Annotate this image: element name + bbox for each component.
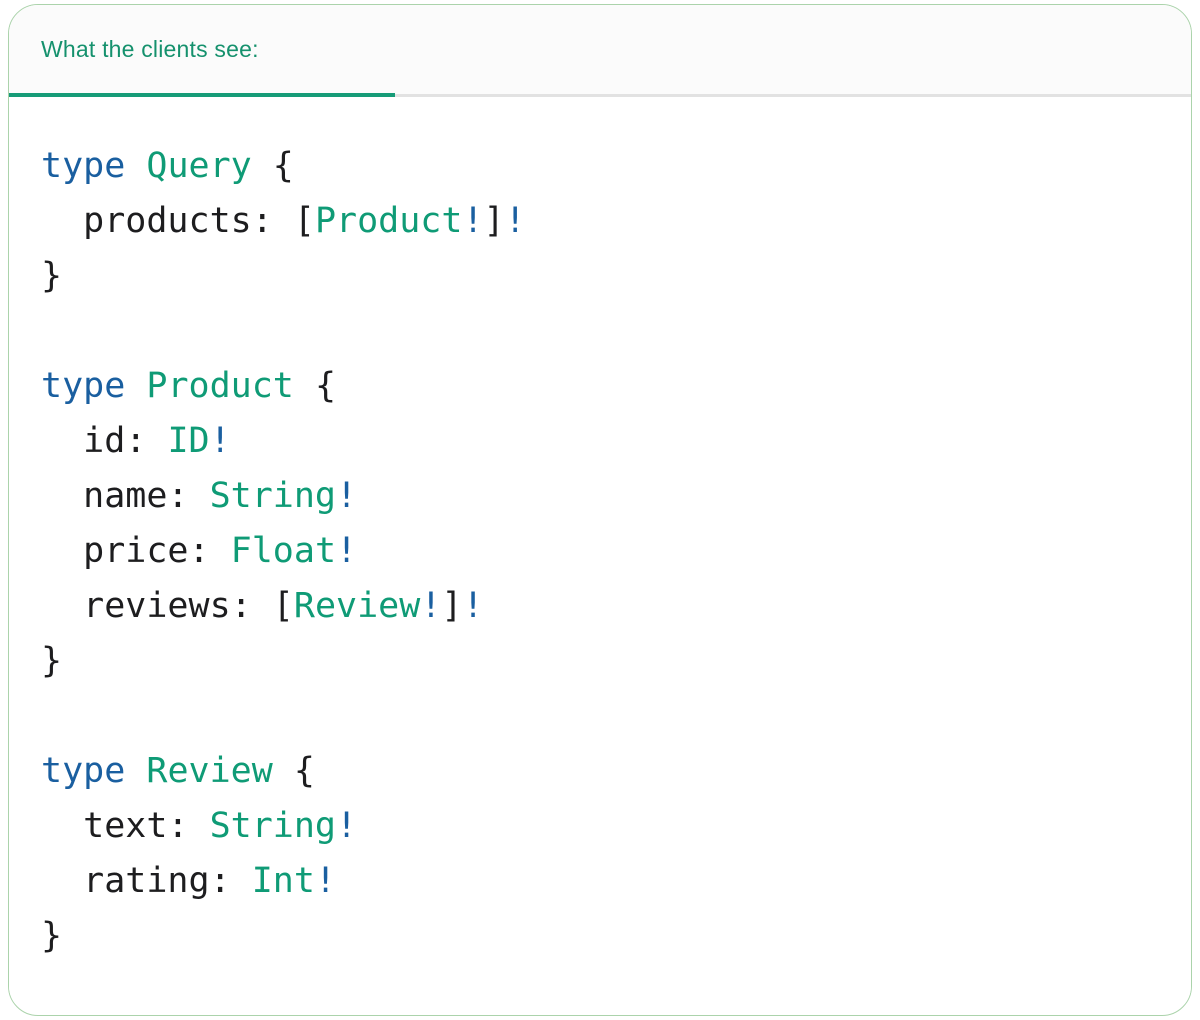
code-line: text: String! — [41, 799, 1159, 854]
code-token: ! — [462, 201, 484, 241]
code-token: Product — [314, 201, 463, 241]
code-token: } — [41, 256, 63, 296]
schema-panel-card: What the clients see: type Query { produ… — [8, 4, 1192, 1016]
code-line — [41, 689, 1159, 744]
code-token: { — [251, 146, 294, 186]
code-token: ! — [336, 531, 358, 571]
code-line: rating: Int! — [41, 854, 1159, 909]
code-token: { — [272, 751, 315, 791]
code-token: ] — [483, 201, 505, 241]
code-token: String — [209, 806, 337, 846]
code-token: reviews: [ — [41, 586, 294, 626]
code-token: ! — [336, 806, 358, 846]
code-token: Product — [146, 366, 294, 406]
code-token: id: — [41, 421, 168, 461]
code-line: id: ID! — [41, 414, 1159, 469]
code-line: name: String! — [41, 469, 1159, 524]
code-token: Query — [146, 146, 252, 186]
code-token: ! — [504, 201, 526, 241]
code-token: text: — [41, 806, 210, 846]
code-line: } — [41, 634, 1159, 689]
code-token: name: — [41, 476, 210, 516]
tab-label: What the clients see: — [41, 36, 259, 62]
code-line: reviews: [Review!]! — [41, 579, 1159, 634]
active-tab-underline — [9, 93, 395, 97]
code-line: } — [41, 249, 1159, 304]
code-token: } — [41, 916, 63, 956]
code-token: } — [41, 641, 63, 681]
code-line: price: Float! — [41, 524, 1159, 579]
code-token: { — [293, 366, 337, 406]
code-token: ! — [314, 861, 337, 901]
code-token: products: [ — [41, 201, 315, 241]
code-token — [125, 751, 146, 791]
code-line: type Product { — [41, 359, 1159, 414]
panel-tab-bar: What the clients see: — [9, 5, 1191, 97]
code-token: Review — [293, 586, 421, 626]
code-token: String — [209, 476, 337, 516]
code-token: type — [41, 146, 126, 186]
code-line: products: [Product!]! — [41, 194, 1159, 249]
code-token: ! — [209, 421, 231, 461]
code-token: ] — [441, 586, 463, 626]
code-line: } — [41, 909, 1159, 964]
code-token: ! — [336, 476, 358, 516]
code-token: Int — [251, 861, 315, 901]
tab-what-clients-see[interactable]: What the clients see: — [9, 5, 395, 97]
code-token: ! — [420, 586, 442, 626]
code-token — [125, 146, 146, 186]
code-token: rating: — [41, 861, 252, 901]
code-line: type Review { — [41, 744, 1159, 799]
code-token: price: — [41, 531, 231, 571]
code-token: ID — [167, 421, 210, 461]
code-token: Float — [230, 531, 337, 571]
code-token: ! — [462, 586, 484, 626]
code-line: type Query { — [41, 139, 1159, 194]
code-token: Review — [146, 751, 273, 791]
code-block: type Query { products: [Product!]!} type… — [9, 97, 1191, 1004]
code-line — [41, 304, 1159, 359]
code-token: type — [41, 366, 126, 406]
code-token: type — [41, 751, 126, 791]
code-token — [125, 366, 146, 406]
